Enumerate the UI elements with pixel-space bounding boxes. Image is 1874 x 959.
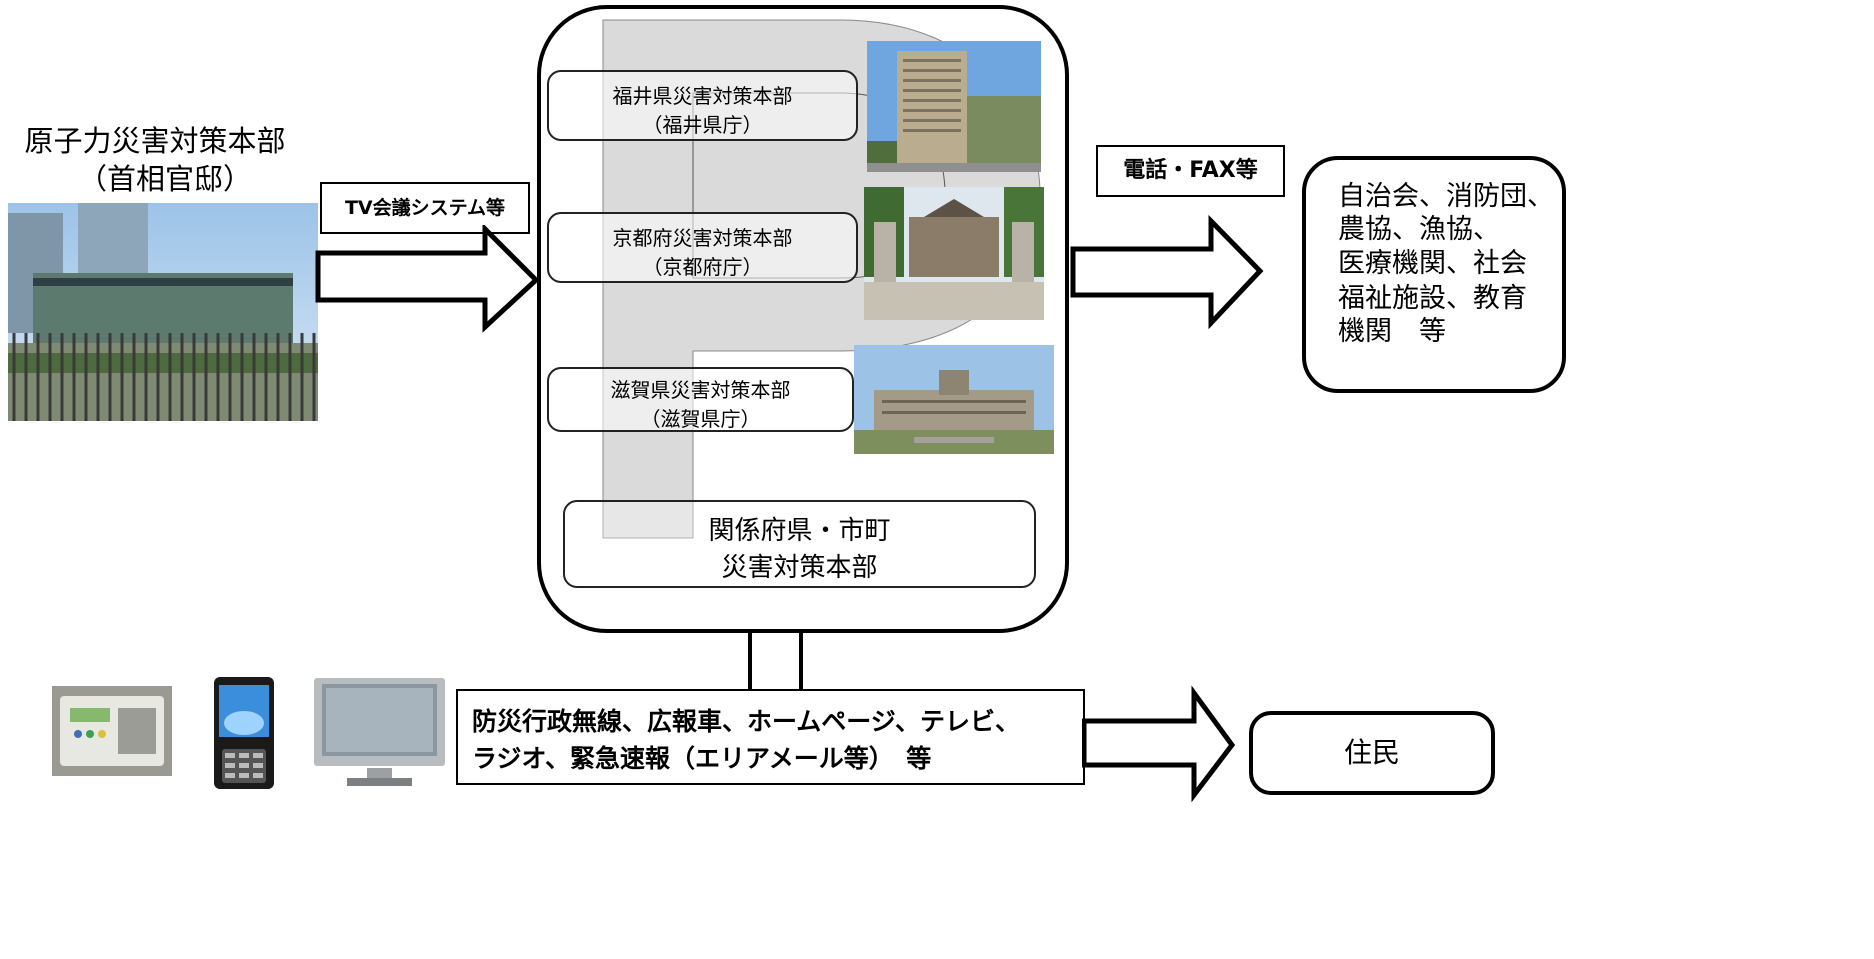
- bottom-arrow: [1082, 685, 1236, 803]
- pm-office-photo: [8, 203, 318, 421]
- community-orgs-line3: 医療機関、社会: [1338, 248, 1527, 279]
- fukui-hq-box: 福井県災害対策本部 （福井県庁）: [547, 70, 858, 141]
- pm-office-title: 原子力災害対策本部: [24, 124, 286, 158]
- tv-conference-label: TV会議システム等: [320, 182, 530, 234]
- fukui-office-photo: [867, 41, 1041, 172]
- shiga-office-photo: [854, 345, 1054, 454]
- community-orgs-line5: 機関 等: [1338, 316, 1446, 347]
- fukui-hq-office: （福井県庁）: [642, 113, 763, 137]
- public-broadcast-line1: 防災行政無線、広報車、ホームページ、テレビ、: [472, 707, 1021, 736]
- television-photo: [314, 678, 445, 786]
- residents-box: 住民: [1249, 711, 1495, 795]
- fukui-hq-name: 福井県災害対策本部: [612, 84, 793, 108]
- shiga-hq-office: （滋賀県庁）: [640, 407, 761, 431]
- related-hq-line2: 災害対策本部: [721, 553, 878, 583]
- community-orgs-box: 自治会、消防団、 農協、漁協、 医療機関、社会 福祉施設、教育 機関 等: [1302, 156, 1566, 393]
- community-orgs-line1: 自治会、消防団、: [1338, 181, 1554, 212]
- pm-office-subtitle: （首相官邸）: [77, 162, 252, 196]
- community-orgs-line4: 福祉施設、教育: [1338, 283, 1527, 314]
- bottom-connector: [748, 633, 803, 693]
- kyoto-office-photo: [864, 187, 1044, 320]
- public-broadcast-box: 防災行政無線、広報車、ホームページ、テレビ、 ラジオ、緊急速報（エリアメール等）…: [456, 689, 1085, 785]
- shiga-hq-name: 滋賀県災害対策本部: [610, 378, 791, 402]
- shiga-hq-box: 滋賀県災害対策本部 （滋賀県庁）: [547, 367, 854, 432]
- community-orgs-line2: 農協、漁協、: [1338, 214, 1500, 245]
- radio-receiver-photo: [52, 686, 172, 776]
- kyoto-hq-name: 京都府災害対策本部: [612, 226, 793, 250]
- public-broadcast-line2: ラジオ、緊急速報（エリアメール等） 等: [472, 744, 932, 773]
- left-arrow: [315, 225, 540, 333]
- related-hq-box: 関係府県・市町 災害対策本部: [563, 500, 1036, 588]
- kyoto-hq-office: （京都府庁）: [642, 255, 763, 279]
- mobile-phone-photo: [214, 677, 274, 789]
- kyoto-hq-box: 京都府災害対策本部 （京都府庁）: [547, 212, 858, 283]
- related-hq-line1: 関係府県・市町: [708, 516, 891, 546]
- right-arrow: [1070, 215, 1264, 330]
- phone-fax-label: 電話・FAX等: [1096, 145, 1285, 197]
